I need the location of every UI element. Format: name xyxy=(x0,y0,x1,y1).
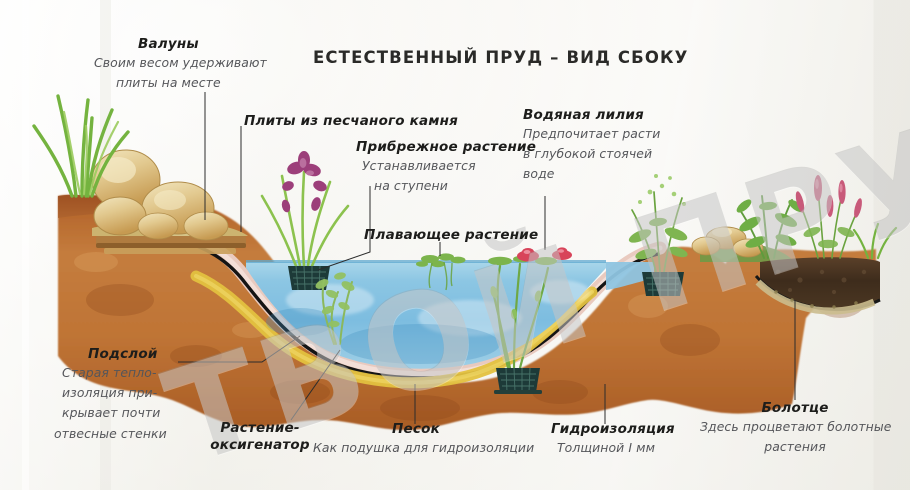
label-sandstone-slabs: Плиты из песчаного камня xyxy=(244,113,458,130)
leader-oxygenator xyxy=(290,349,341,421)
floating-roots xyxy=(428,261,453,291)
heather-foliage xyxy=(803,226,855,249)
sandstone-slab-shadow xyxy=(96,243,246,248)
label-water-lily-term: Водяная лилия xyxy=(523,107,644,123)
label-bog-term: Болотце xyxy=(761,400,829,416)
boulder xyxy=(183,211,229,241)
label-boulders: Валуны Своим весом удерживают плиты на м… xyxy=(94,36,267,93)
right-shelf-plant-group xyxy=(628,174,688,297)
label-waterproofing: Гидроизоляция Толщиной I мм xyxy=(551,421,675,458)
iris-leaves xyxy=(260,170,350,268)
label-bog: Болотце Здесь процветают болотные растен… xyxy=(700,400,892,457)
sand-highlight xyxy=(194,274,594,385)
bog-shrub-leaves xyxy=(736,199,804,248)
shelf-water-right xyxy=(606,262,654,290)
heather-spikes xyxy=(795,175,862,218)
label-boulders-desc-2: плиты на месте xyxy=(116,75,221,91)
oxygenator-foliage xyxy=(315,272,355,328)
boulder-highlight xyxy=(100,157,136,183)
bank-grass-light xyxy=(62,110,120,196)
label-marginal-plant-desc-2: на ступени xyxy=(374,178,448,194)
boulder-group xyxy=(91,149,229,241)
right-plant-sprays xyxy=(638,174,686,206)
label-water-lily: Водяная лилия Предпочитает расти в глубо… xyxy=(523,107,660,185)
right-plant-leaves xyxy=(628,217,688,260)
leader-marginal xyxy=(317,186,371,271)
label-sand-desc-1: Как подушка для гидроизоляции xyxy=(313,440,535,456)
label-oxygenator-term-2: оксигенатор xyxy=(210,437,310,454)
page-title: ЕСТЕСТВЕННЫЙ ПРУД – ВИД СБОКУ xyxy=(313,48,689,67)
bank-grass xyxy=(32,94,130,198)
label-floating-plant-term: Плавающее растение xyxy=(364,227,539,243)
label-sandstone-slabs-term: Плиты из песчаного камня xyxy=(244,113,458,129)
boulder-highlight xyxy=(154,190,186,210)
label-water-lily-desc-2: в глубокой стоячей xyxy=(523,146,653,162)
label-waterproofing-term: Гидроизоляция xyxy=(551,421,675,437)
label-bog-desc-1: Здесь процветают болотные xyxy=(700,419,892,435)
label-marginal-plant: Прибрежное растение Устанавливается на с… xyxy=(356,139,536,196)
water-lily-group xyxy=(488,247,572,394)
oxygenator-plant-group xyxy=(315,272,355,345)
label-sand: Песок Как подушка для гидроизоляции xyxy=(313,421,535,458)
label-marginal-plant-desc-1: Устанавливается xyxy=(362,158,476,174)
bog-soil xyxy=(760,257,880,310)
label-underlay-term: Подслой xyxy=(88,346,158,362)
label-underlay-desc-2: изоляция при- xyxy=(62,385,158,401)
leader-underlay xyxy=(178,335,301,363)
label-waterproofing-desc-1: Толщиной I мм xyxy=(556,440,656,456)
label-water-lily-desc-1: Предпочитает расти xyxy=(523,126,661,142)
bog-edge-grass xyxy=(852,222,898,260)
floating-plant-group xyxy=(416,253,466,291)
label-water-lily-desc-3: воде xyxy=(523,166,555,182)
label-oxygenator-term-1: Растение- xyxy=(220,420,300,436)
bog-gravel xyxy=(755,279,876,315)
basket-mesh xyxy=(646,271,680,297)
label-sand-term: Песок xyxy=(392,421,440,437)
marginal-plant-group xyxy=(260,151,350,291)
basket-mesh xyxy=(500,367,536,393)
label-underlay-desc-1: Старая тепло- xyxy=(62,365,157,381)
label-underlay: Подслой Старая тепло- изоляция при- крыв… xyxy=(54,346,167,444)
floating-leaves xyxy=(416,253,466,268)
label-oxygenator: Растение- оксигенатор xyxy=(200,420,320,455)
label-floating-plant: Плавающее растение xyxy=(364,227,538,244)
right-bank-cap xyxy=(691,226,794,262)
bog-gravel-specks xyxy=(774,290,858,309)
lily-flower-highlights xyxy=(523,249,564,254)
basket-base xyxy=(494,390,542,394)
boulder xyxy=(691,236,721,256)
boulder xyxy=(137,212,179,240)
label-bog-desc-2: растения xyxy=(764,439,826,455)
bog-heather-group xyxy=(795,175,862,259)
water-depth-shading xyxy=(266,308,500,364)
label-boulders-desc-1: Своим весом удерживают xyxy=(94,55,267,71)
label-marginal-plant-term: Прибрежное растение xyxy=(356,139,537,155)
iris-flower-highlights xyxy=(299,158,314,176)
basket-mesh xyxy=(292,265,326,291)
heather-highlights xyxy=(815,179,843,193)
label-boulders-term: Валуны xyxy=(138,36,199,52)
bog-soil-texture xyxy=(775,269,867,295)
lily-buds xyxy=(490,286,542,320)
label-underlay-desc-3: крывает почти xyxy=(62,405,161,421)
boulder-highlight xyxy=(712,227,732,237)
bog-shrub-group xyxy=(736,195,804,259)
sandstone-slab-second xyxy=(104,248,236,254)
label-underlay-desc-4: отвесные стенки xyxy=(54,425,167,441)
leader-lines xyxy=(178,92,796,424)
